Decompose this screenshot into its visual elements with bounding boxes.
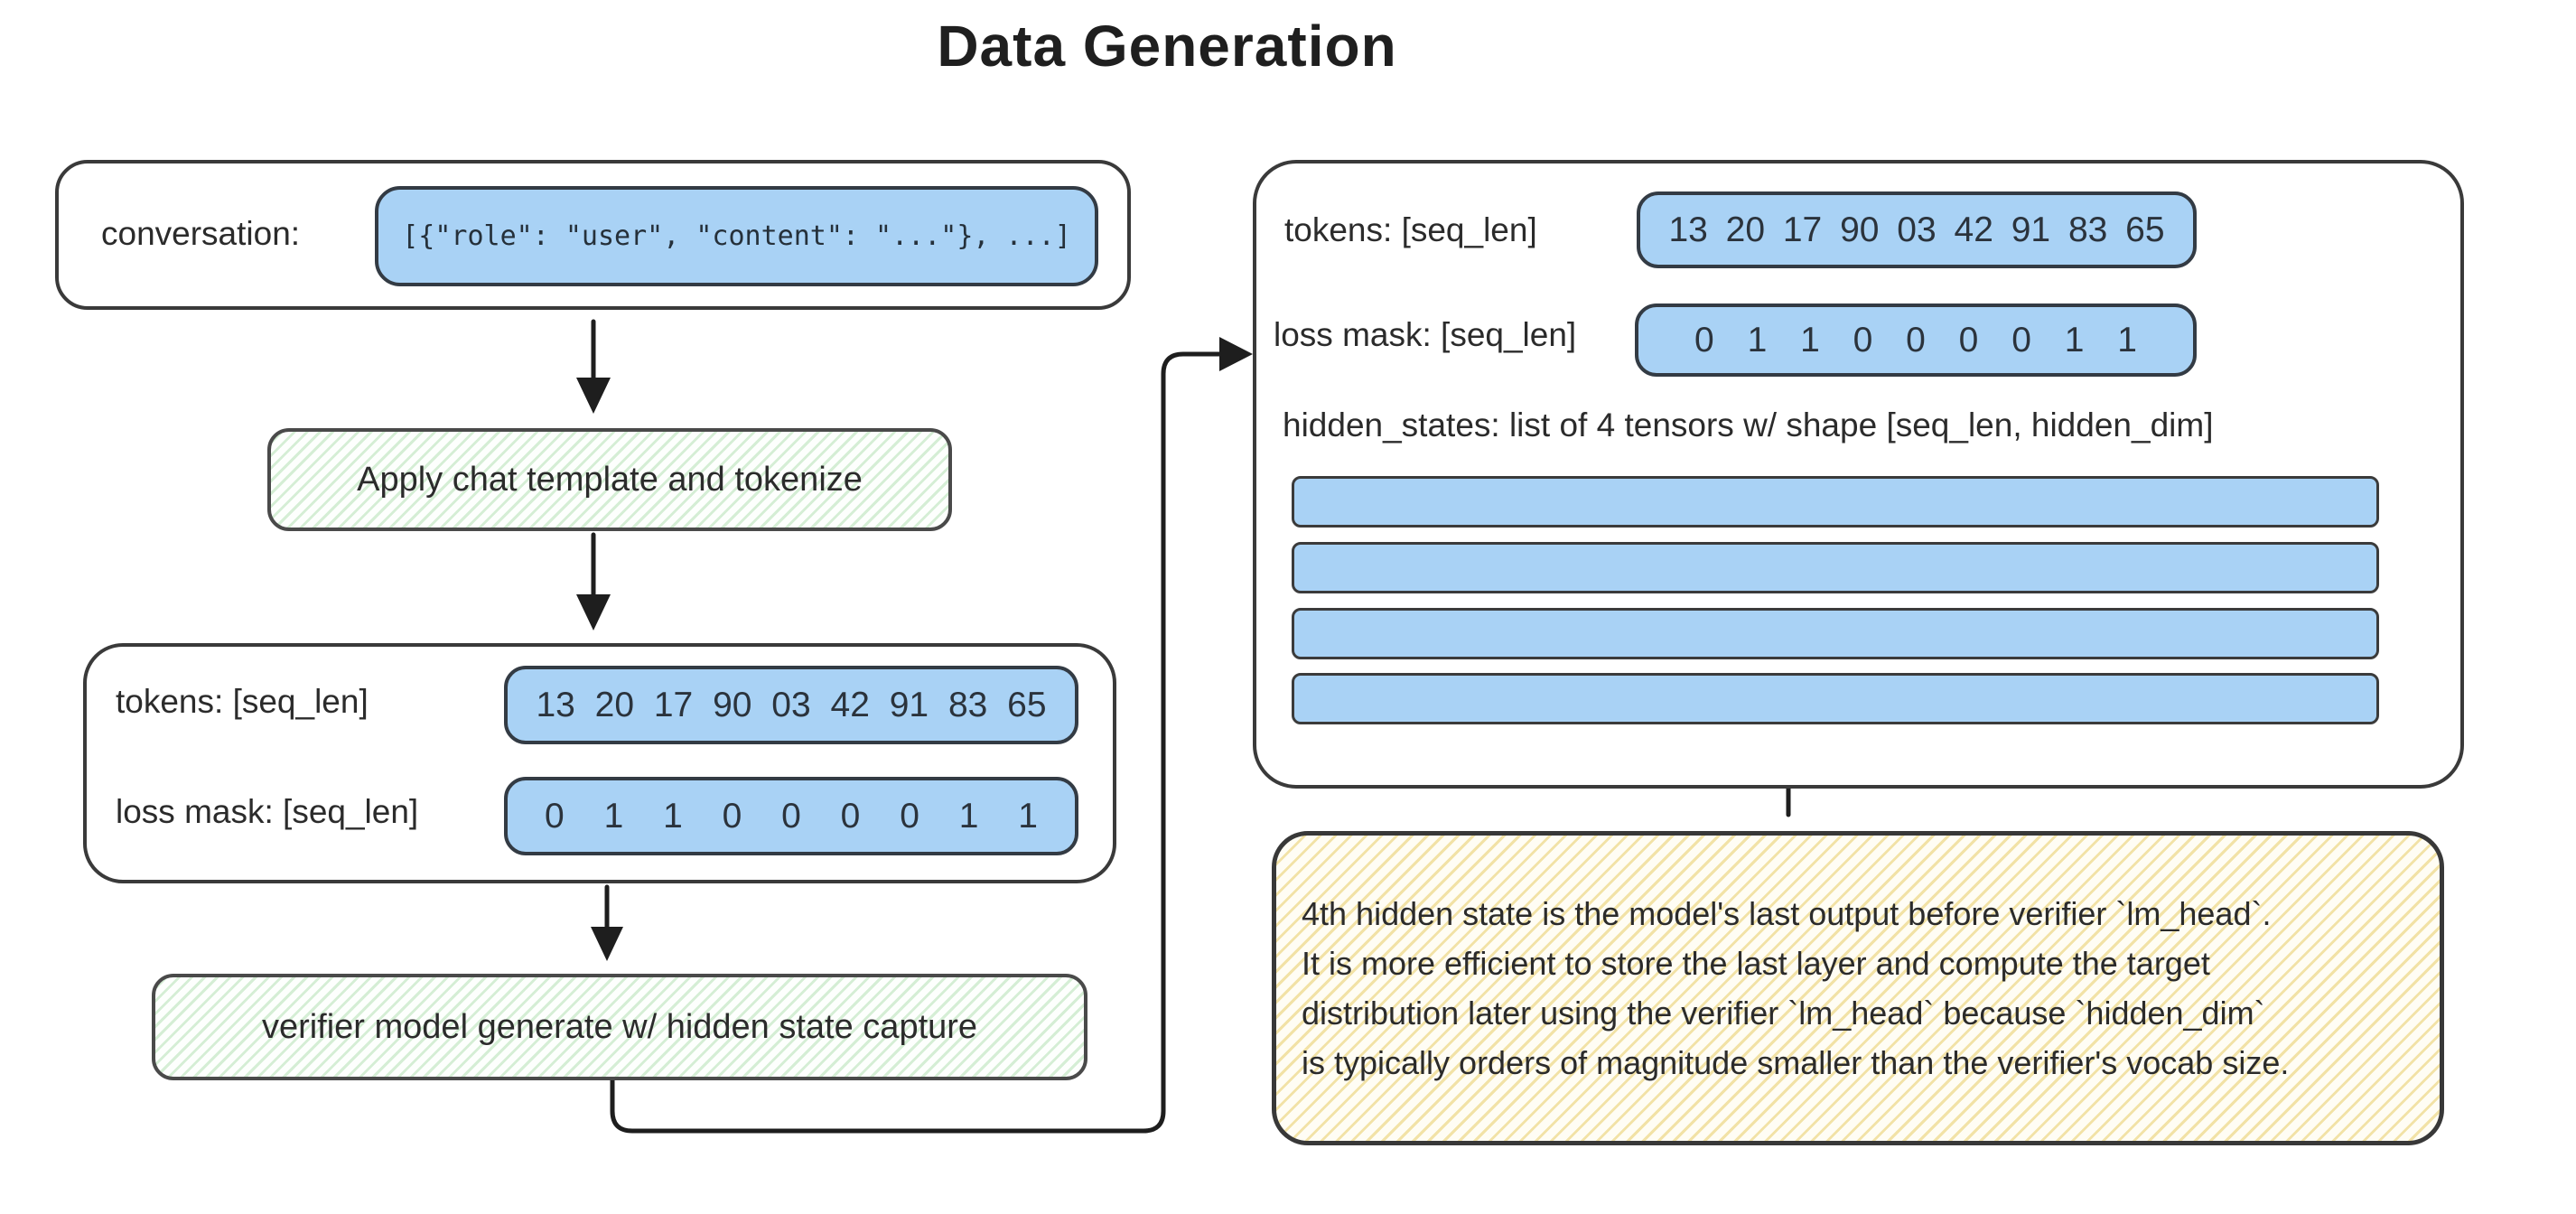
note-box: 4th hidden state is the model's last out… xyxy=(1272,831,2444,1145)
output-loss-mask-label: loss mask: [seq_len] xyxy=(1274,316,1577,353)
output-tokens-label: tokens: [seq_len] xyxy=(1284,211,1537,248)
conversation-value-pill: [{"role": "user", "content": "..."}, ...… xyxy=(375,186,1098,286)
arrow-down-icon xyxy=(576,319,611,414)
hidden-state-tensor-bar xyxy=(1292,542,2379,593)
hidden-states-label: hidden_states: list of 4 tensors w/ shap… xyxy=(1283,406,2214,444)
tokens-label: tokens: [seq_len] xyxy=(116,683,369,720)
hidden-state-tensor-bar xyxy=(1292,608,2379,659)
arrow-down-icon xyxy=(576,532,611,630)
hidden-state-tensor-bar xyxy=(1292,673,2379,724)
loss-mask-label: loss mask: [seq_len] xyxy=(116,793,419,830)
tokens-values-pill: 13 20 17 90 03 42 91 83 65 xyxy=(504,666,1078,744)
conversation-value: [{"role": "user", "content": "..."}, ...… xyxy=(402,220,1071,252)
arrow-down-icon xyxy=(591,884,623,961)
loss-mask-values-pill: 0 1 1 0 0 0 0 1 1 xyxy=(504,777,1078,855)
note-text: 4th hidden state is the model's last out… xyxy=(1302,895,2290,1081)
process-apply-chat-template: Apply chat template and tokenize xyxy=(267,428,952,531)
conversation-label: conversation: xyxy=(101,215,301,252)
page-title: Data Generation xyxy=(937,14,1397,79)
output-loss-mask-values-pill: 0 1 1 0 0 0 0 1 1 xyxy=(1635,304,2197,377)
output-tokens-values-pill: 13 20 17 90 03 42 91 83 65 xyxy=(1637,191,2197,268)
hidden-state-tensor-bar xyxy=(1292,476,2379,528)
process-verifier-generate: verifier model generate w/ hidden state … xyxy=(152,974,1087,1080)
